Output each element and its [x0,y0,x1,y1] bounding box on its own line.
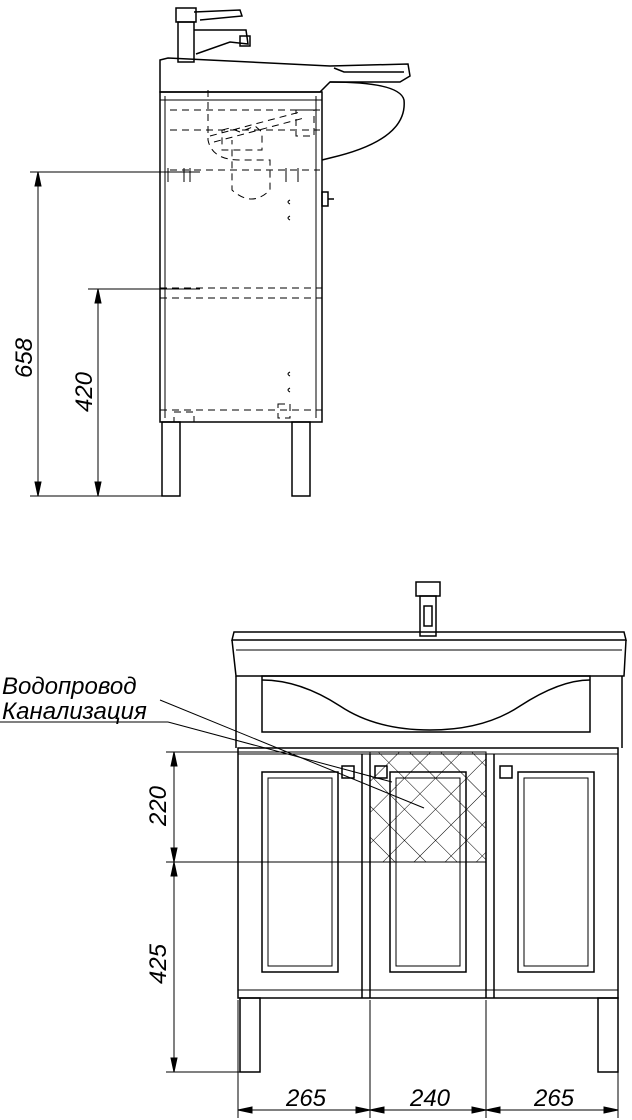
dim-right-width: 265 [533,1085,575,1112]
side-view [30,7,411,497]
fastener-marks [167,168,299,393]
faucet-front [415,581,441,637]
hidden-lines [160,90,322,423]
dim-left-width: 265 [285,1085,327,1112]
dim-lower: 425 [145,943,172,984]
side-dimension-lines [30,171,200,497]
dim-pipe-height-side: 420 [71,371,98,412]
front-dimension-lines [0,699,619,1118]
faucet-side [175,7,251,63]
dim-upper: 220 [145,785,172,827]
basin-front [231,631,627,748]
label-water-supply: Водопровод [2,673,136,700]
legs-front [239,997,619,1073]
legs-side [161,421,311,497]
cabinet-side [159,91,334,423]
dim-total-height: 658 [11,337,38,378]
dim-center-width: 240 [409,1085,451,1112]
label-sewage: Канализация [2,698,147,725]
basin-side [159,57,411,161]
connection-zone [369,751,487,863]
front-view [0,581,627,1118]
